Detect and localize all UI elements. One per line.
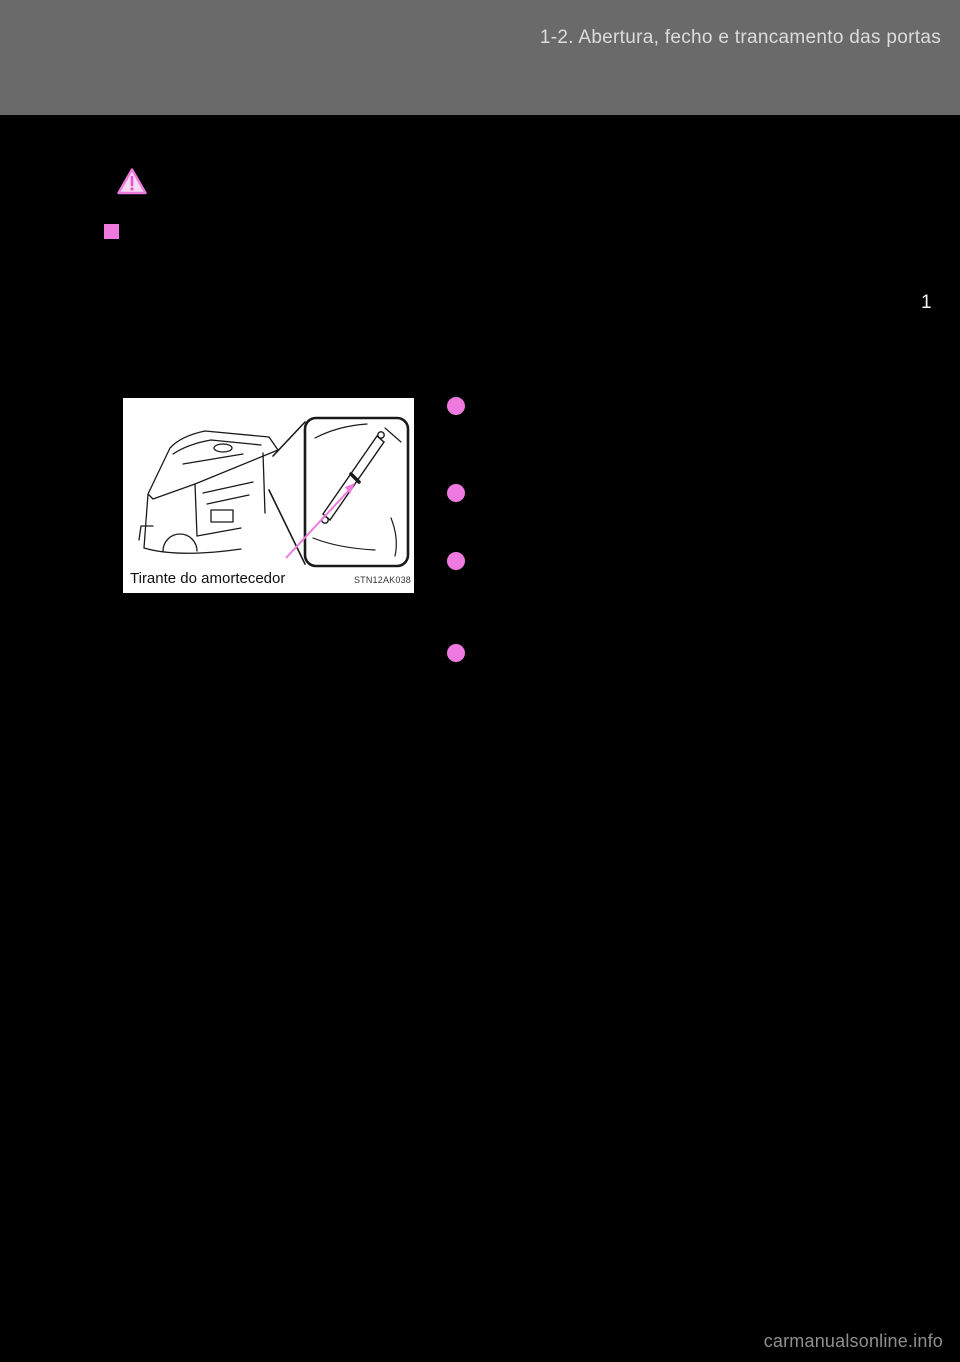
watermark: carmanualsonline.info bbox=[763, 1331, 943, 1351]
section-number: 1 bbox=[921, 292, 932, 313]
header-bar: 1-2. Abertura, fecho e trancamento das p… bbox=[0, 0, 960, 115]
circle-bullet-icon bbox=[447, 552, 465, 570]
circle-bullet-icon bbox=[447, 644, 465, 662]
page-header-title: 1-2. Abertura, fecho e trancamento das p… bbox=[539, 27, 941, 48]
figure-caption: Tirante do amortecedor bbox=[130, 570, 286, 587]
tailgate-illustration-image bbox=[138, 416, 410, 568]
square-bullet-icon bbox=[104, 224, 119, 239]
circle-bullet-icon bbox=[447, 484, 465, 502]
figure-code: STN12AK038 bbox=[353, 575, 411, 585]
circle-bullet-icon bbox=[447, 397, 465, 415]
warning-triangle-icon bbox=[116, 167, 148, 196]
figure-tailgate-damper: Tirante do amortecedor STN12AK038 bbox=[123, 398, 414, 593]
